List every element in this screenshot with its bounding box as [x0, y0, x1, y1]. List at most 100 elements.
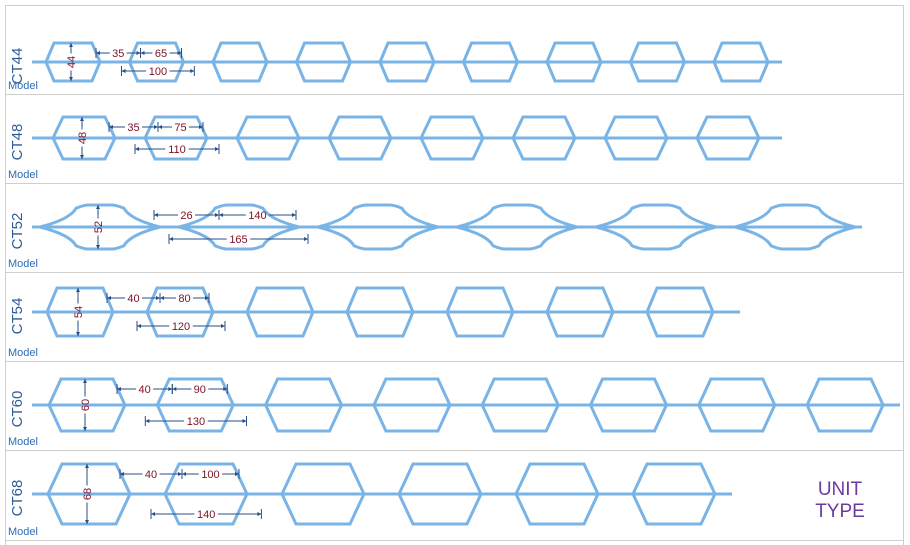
dimension-arrowhead — [96, 51, 100, 55]
chain-unit — [456, 203, 578, 251]
dimension-arrowhead — [169, 237, 173, 241]
pitch-dimension: 110 — [134, 144, 220, 156]
chain-unit — [39, 203, 161, 251]
chain-unit — [46, 462, 132, 526]
width-dimension-label: 90 — [194, 384, 206, 396]
chain-unit — [628, 41, 687, 83]
pitch-dimension-label: 110 — [168, 144, 186, 156]
dimension-arrowhead — [83, 379, 87, 383]
width-dimension-label: 65 — [155, 48, 167, 60]
chain-unit — [178, 203, 300, 251]
chain-unit — [695, 115, 761, 161]
height-dimension: 48 — [77, 117, 89, 159]
diagram-frame — [5, 5, 904, 545]
pitch-dimension: 130 — [144, 416, 247, 428]
dimension-arrowhead — [154, 213, 158, 217]
dimension-arrowhead — [219, 213, 223, 217]
dimension-arrowhead — [145, 419, 150, 423]
dimension-arrowhead — [69, 77, 73, 81]
chain-unit — [697, 377, 777, 433]
width-dimension: 65 — [140, 48, 182, 60]
height-dimension: 44 — [66, 43, 78, 81]
unit-type-line-2: TYPE — [815, 501, 865, 522]
pitch-dimension: 120 — [136, 321, 226, 333]
height-dimension: 60 — [80, 379, 92, 431]
model-sub-label: Model — [8, 347, 38, 359]
chain-unit — [545, 41, 603, 83]
pitch-dimension: 165 — [168, 234, 309, 246]
dimension-arrowhead — [199, 125, 203, 129]
height-dimension-label: 68 — [82, 488, 94, 500]
model-sub-label: Model — [8, 258, 38, 270]
dimension-arrowhead — [140, 51, 145, 55]
pitch-dimension-label: 100 — [149, 66, 167, 78]
model-name: CT48 — [9, 124, 26, 161]
chain-unit — [294, 41, 353, 83]
chain-unit — [145, 286, 215, 338]
dimension-arrowhead — [215, 147, 219, 151]
dimension-arrowhead — [109, 125, 113, 129]
chain-unit — [327, 115, 393, 161]
dimension-arrowhead — [168, 387, 173, 391]
chain-unit — [372, 377, 452, 433]
dimension-arrowhead — [76, 288, 80, 292]
gap-dimension-label: 40 — [145, 469, 157, 481]
dimension-arrowhead — [96, 205, 100, 209]
height-dimension-label: 54 — [73, 306, 85, 318]
width-dimension-label: 100 — [201, 469, 219, 481]
chain-unit — [461, 41, 520, 83]
dimension-arrowhead — [136, 51, 141, 55]
chain-unit — [595, 203, 717, 251]
chain-unit — [235, 115, 301, 161]
dimension-arrowhead — [304, 237, 308, 241]
chain-unit — [645, 286, 715, 338]
width-dimension: 80 — [159, 293, 210, 305]
gap-dimension-label: 40 — [139, 384, 151, 396]
height-dimension-label: 44 — [66, 56, 78, 68]
chain-unit — [445, 286, 515, 338]
chain-unit — [514, 462, 600, 526]
model-name: CT60 — [9, 391, 26, 428]
dimension-arrowhead — [69, 43, 73, 47]
model-name: CT44 — [9, 48, 26, 85]
model-sub-label: Model — [8, 436, 38, 448]
dimension-arrowhead — [205, 296, 209, 300]
dimension-arrowhead — [223, 387, 228, 391]
model-sub-label: Model — [8, 526, 38, 538]
pitch-dimension-label: 140 — [197, 509, 215, 521]
chain-unit — [45, 286, 115, 338]
model-name: CT52 — [9, 213, 26, 250]
dimension-arrowhead — [76, 332, 80, 336]
chain-unit — [712, 41, 770, 83]
dimension-arrowhead — [160, 296, 164, 300]
dimension-arrowhead — [137, 324, 141, 328]
dimension-arrowhead — [80, 117, 84, 121]
height-dimension-label: 48 — [77, 132, 89, 144]
chain-unit — [345, 286, 415, 338]
width-dimension-label: 80 — [178, 293, 190, 305]
chain-unit — [47, 377, 127, 433]
height-dimension: 54 — [73, 288, 85, 336]
width-dimension: 90 — [171, 384, 228, 396]
chain-unit — [44, 41, 102, 83]
dimension-arrowhead — [221, 324, 225, 328]
dimension-arrowhead — [292, 213, 296, 217]
dimension-arrowhead — [120, 472, 124, 476]
dimension-arrowhead — [107, 296, 111, 300]
dimension-arrowhead — [215, 213, 219, 217]
width-dimension: 100 — [181, 469, 240, 481]
chain-unit — [588, 377, 669, 433]
chain-unit — [631, 462, 717, 526]
width-dimension-label: 75 — [174, 122, 186, 134]
dimension-arrowhead — [85, 464, 89, 468]
unit-type-line-1: UNIT — [818, 479, 863, 500]
chain-unit — [511, 115, 577, 161]
gap-dimension-label: 35 — [127, 122, 139, 134]
chain-unit — [163, 462, 249, 526]
dimension-arrowhead — [158, 125, 162, 129]
chain-unit — [317, 203, 439, 251]
